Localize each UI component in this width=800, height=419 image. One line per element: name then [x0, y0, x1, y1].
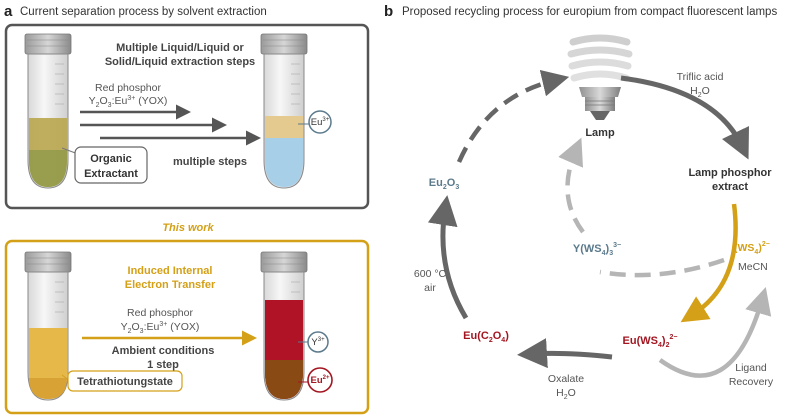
tube-organic-extractant [24, 33, 72, 189]
panel-b-title: Proposed recycling process for europium … [402, 6, 777, 18]
extract-label-line1: Lamp phosphor [688, 167, 772, 179]
tube-eu3-extracted [260, 33, 308, 189]
top-yox-formula: Y2O3:Eu3+ (YOX) [89, 95, 168, 109]
eu-ws4-complex-label: Eu(WS4)22− [623, 334, 678, 349]
y-ws4-complex-label: Y(WS4)33− [573, 242, 621, 257]
ambient-conditions-label: Ambient conditions [112, 345, 215, 357]
cfl-lamp-icon [567, 34, 633, 120]
top-red-phosphor-label: Red phosphor [95, 82, 161, 94]
this-work-label: This work [162, 222, 214, 234]
y-ws4-branch-dashed [599, 257, 725, 278]
arrow-oxalate-to-eu2o3 [427, 195, 469, 320]
triflic-acid-label: Triflic acid [677, 71, 724, 83]
arrow-lamp-to-extract [620, 75, 749, 160]
arrow-ligand-recovery [658, 287, 772, 378]
arrow-extract-to-eu-ws4 [680, 203, 738, 323]
eu2-badge-label: Eu2+ [311, 375, 330, 386]
bottom-red-phosphor-label: Red phosphor [127, 307, 193, 319]
organic-label-line2: Extractant [84, 168, 138, 180]
eu2o3-label: Eu2O3 [429, 177, 460, 191]
multiple-steps-label: multiple steps [173, 156, 247, 168]
tube-eu2-separated [260, 251, 308, 401]
y3-badge-label: Y3+ [311, 337, 325, 348]
extract-label-line2: extract [712, 181, 748, 193]
eu-oxalate-label: Eu(C2O4) [463, 330, 509, 344]
organic-extractant-label-box [74, 146, 148, 184]
panel-a-title: Current separation process by solvent ex… [20, 6, 267, 18]
tetrathiotungstate-label: Tetrathiotungstate [77, 376, 173, 388]
ws4-ligand-label: (WS4)2− [734, 241, 770, 256]
arrow-y-to-lamp-dashed [558, 137, 585, 234]
arrow-eu2o3-to-lamp-dashed [456, 69, 570, 163]
oxalate-label: Oxalate [548, 373, 584, 385]
bottom-box-heading-line1: Induced Internal [128, 265, 213, 277]
oxalate-water-label: H2O [556, 387, 576, 401]
ligand-recovery-line2: Recovery [729, 376, 774, 388]
triflic-water-label: H2O [690, 85, 710, 99]
panel-a-letter: a [4, 3, 13, 20]
top-box-heading-line2: Solid/Liquid extraction steps [105, 56, 255, 68]
bottom-yox-formula: Y2O3:Eu3+ (YOX) [121, 321, 200, 335]
panel-b-letter: b [384, 3, 393, 20]
eu2-badge [307, 367, 333, 393]
arrow-eu-ws4-to-oxalate [517, 338, 613, 369]
tetrathiotungstate-label-box [67, 370, 183, 392]
eu3-badge-label: Eu3+ [311, 117, 330, 128]
ligand-recovery-line1: Ligand [735, 362, 767, 374]
organic-label-line1: Organic [90, 153, 132, 165]
mecn-label: MeCN [738, 261, 768, 273]
lamp-label: Lamp [585, 127, 615, 139]
y3-badge [307, 331, 329, 353]
top-box-heading-line1: Multiple Liquid/Liquid or [116, 42, 244, 54]
one-step-label: 1 step [147, 359, 179, 371]
tube-tetrathiotungstate [24, 251, 72, 401]
eu3-badge [308, 110, 332, 134]
bottom-box-heading-line2: Electron Transfer [125, 279, 216, 291]
calcination-air-label: air [424, 282, 436, 294]
calcination-temp-label: 600 °C [414, 268, 447, 280]
